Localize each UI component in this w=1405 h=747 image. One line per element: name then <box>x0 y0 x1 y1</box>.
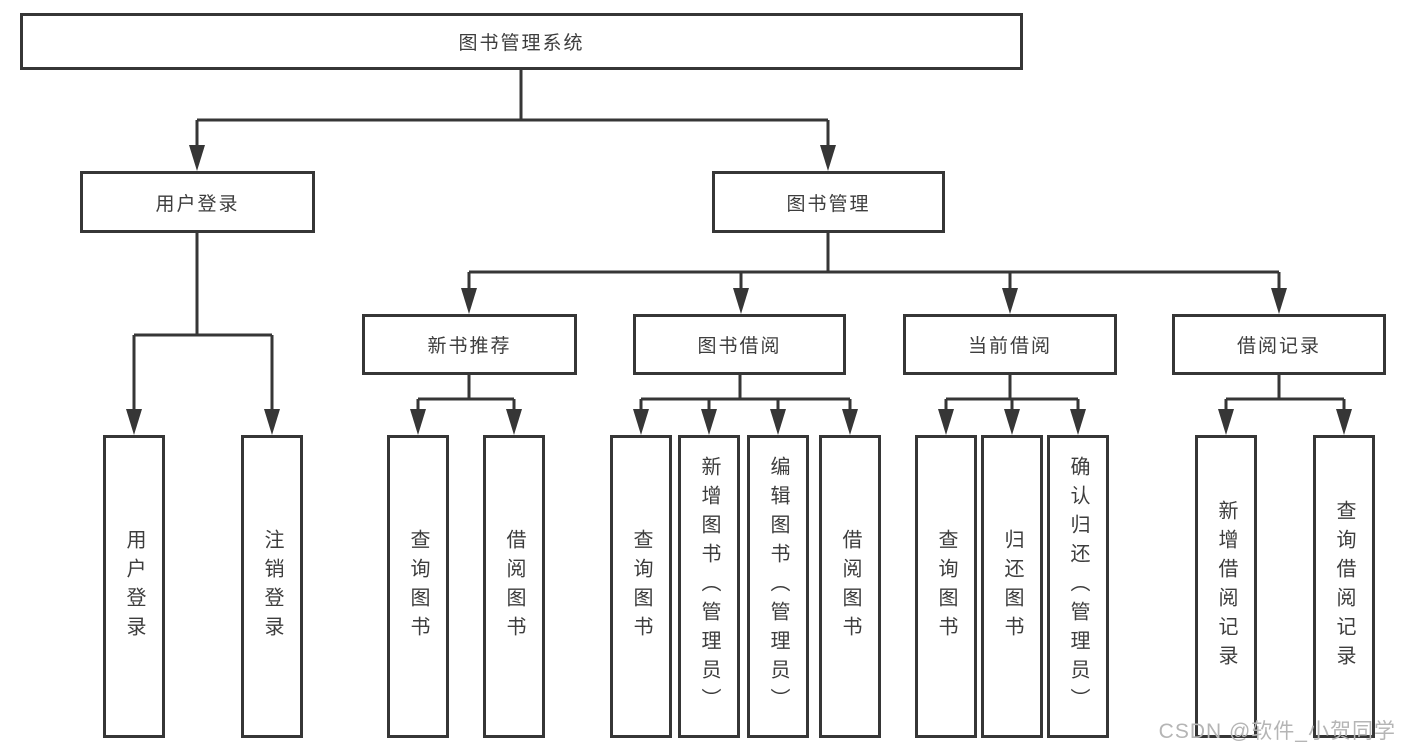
node-current-borrow: 当前借阅 <box>903 314 1117 375</box>
leaf-borrow-book: 借阅图书 <box>819 435 881 738</box>
leaf-add-book-admin: 新增图书（管理员） <box>678 435 740 738</box>
leaf-query-borrow-record: 查询借阅记录 <box>1313 435 1375 738</box>
node-user-login: 用户登录 <box>80 171 315 233</box>
leaf-return-book: 归还图书 <box>981 435 1043 738</box>
node-book-management: 图书管理 <box>712 171 945 233</box>
node-borrow-records: 借阅记录 <box>1172 314 1386 375</box>
leaf-query-book-recommend: 查询图书 <box>387 435 449 738</box>
node-book-borrow: 图书借阅 <box>633 314 846 375</box>
leaf-query-book-borrow: 查询图书 <box>610 435 672 738</box>
leaf-confirm-return-admin: 确认归还（管理员） <box>1047 435 1109 738</box>
node-new-book-recommend: 新书推荐 <box>362 314 577 375</box>
leaf-user-login: 用户登录 <box>103 435 165 738</box>
leaf-query-book-current: 查询图书 <box>915 435 977 738</box>
node-library-system: 图书管理系统 <box>20 13 1023 70</box>
leaf-edit-book-admin: 编辑图书（管理员） <box>747 435 809 738</box>
leaf-logout: 注销登录 <box>241 435 303 738</box>
leaf-borrow-book-recommend: 借阅图书 <box>483 435 545 738</box>
leaf-add-borrow-record: 新增借阅记录 <box>1195 435 1257 738</box>
